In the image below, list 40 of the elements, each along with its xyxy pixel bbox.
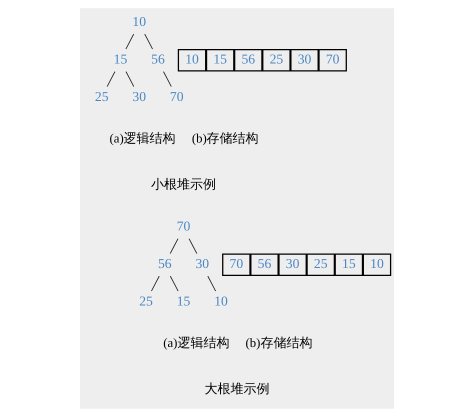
node-box: 25 — [306, 253, 335, 276]
connector — [170, 276, 179, 292]
node-box: 30 — [290, 48, 319, 72]
node-box: 70 — [318, 48, 347, 72]
connector — [163, 71, 172, 87]
node-box: 10 — [178, 48, 206, 72]
node-text: 30 — [195, 256, 210, 271]
connector — [188, 238, 198, 254]
node-box: 56 — [250, 253, 279, 276]
label: (b)存储结构 — [192, 131, 259, 146]
node-box: 56 — [234, 48, 263, 72]
label: (a)逻辑结构 — [163, 336, 230, 350]
node-text: 10 — [214, 293, 228, 308]
node-text: 10 — [132, 14, 146, 29]
node-box: 30 — [278, 253, 307, 276]
node-text: 56 — [151, 51, 165, 66]
connector — [170, 238, 178, 254]
connector — [126, 71, 134, 87]
connector — [151, 276, 160, 292]
label: 小根堆示例 — [151, 177, 216, 192]
label: (a)逻辑结构 — [110, 131, 176, 146]
node-box: 70 — [222, 253, 251, 276]
node-box: 25 — [262, 48, 291, 72]
connector — [207, 276, 216, 292]
label: 大根堆示例 — [204, 382, 270, 396]
node-text: 25 — [139, 293, 153, 308]
node-text: 70 — [176, 218, 190, 234]
node-text: 25 — [94, 88, 109, 104]
node-box: 15 — [334, 253, 364, 276]
node-box: 10 — [362, 253, 392, 276]
node-text: 30 — [132, 88, 146, 104]
label: (b)存储结构 — [246, 336, 312, 350]
node-text: 15 — [114, 51, 128, 66]
connector — [125, 34, 134, 50]
node-text: 15 — [176, 293, 190, 308]
connector — [144, 34, 153, 50]
node-box: 15 — [206, 48, 234, 72]
connector — [106, 71, 116, 87]
node-text: 56 — [158, 256, 172, 271]
node-text: 70 — [170, 88, 184, 104]
